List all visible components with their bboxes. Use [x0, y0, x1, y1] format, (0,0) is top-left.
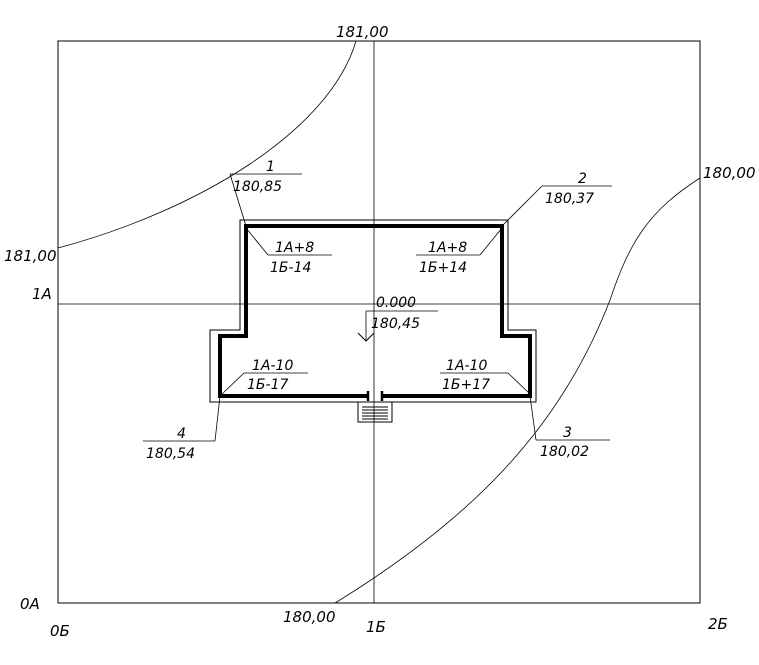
offset-row: 1А+8: [428, 240, 467, 256]
corner-number: 1: [266, 159, 275, 175]
datum-mark: 0.000 180,45: [357, 295, 438, 342]
corner-callout-1: 1 180,85: [229, 159, 302, 227]
corner-callout-4: 4 180,54: [143, 395, 221, 462]
contour-line-181: [57, 40, 357, 249]
offset-row: 1А-10: [446, 358, 487, 374]
contour-label-top: 181,00: [336, 23, 389, 41]
offset-row: 1А+8: [275, 240, 314, 256]
contour-label-right: 180,00: [703, 164, 756, 182]
corner-elevation: 180,02: [540, 444, 589, 460]
contour-line-180: [334, 177, 701, 604]
datum-relative: 0.000: [376, 295, 416, 311]
corner-elevation: 180,37: [545, 191, 594, 207]
corner-elevation: 180,54: [146, 446, 195, 462]
offset-callout-bottom-right: 1А-10 1Б+17: [440, 358, 531, 395]
offset-callout-top-right: 1А+8 1Б+14: [416, 227, 503, 276]
datum-arrow-icon: [357, 332, 375, 342]
corner-callout-2: 2 180,37: [501, 171, 612, 227]
axis-label-1b: 1Б: [366, 618, 386, 636]
offset-col: 1Б+17: [442, 377, 490, 393]
corner-number: 4: [177, 426, 186, 442]
offset-col: 1Б-17: [247, 377, 288, 393]
offset-col: 1Б+14: [419, 260, 467, 276]
entrance-steps: [357, 401, 393, 423]
corner-elevation: 180,85: [233, 179, 282, 195]
building-outer-outline: [209, 219, 537, 403]
axis-label-2b: 2Б: [708, 615, 728, 633]
building-walls: [218, 224, 532, 398]
site-boundary: [57, 40, 701, 604]
datum-absolute: 180,45: [371, 316, 420, 332]
axis-label-1a: 1А: [32, 285, 52, 303]
corner-number: 3: [563, 425, 572, 441]
corner-callout-3: 3 180,02: [529, 395, 610, 460]
offset-callout-top-left: 1А+8 1Б-14: [245, 227, 332, 276]
corner-number: 2: [578, 171, 587, 187]
contour-label-bottom: 180,00: [283, 608, 336, 626]
axis-label-0b: 0Б: [50, 622, 70, 640]
offset-col: 1Б-14: [270, 260, 311, 276]
contour-label-left: 181,00: [4, 247, 57, 265]
offset-row: 1А-10: [252, 358, 293, 374]
axis-label-0a: 0А: [20, 595, 40, 613]
offset-callout-bottom-left: 1А-10 1Б-17: [221, 358, 308, 395]
